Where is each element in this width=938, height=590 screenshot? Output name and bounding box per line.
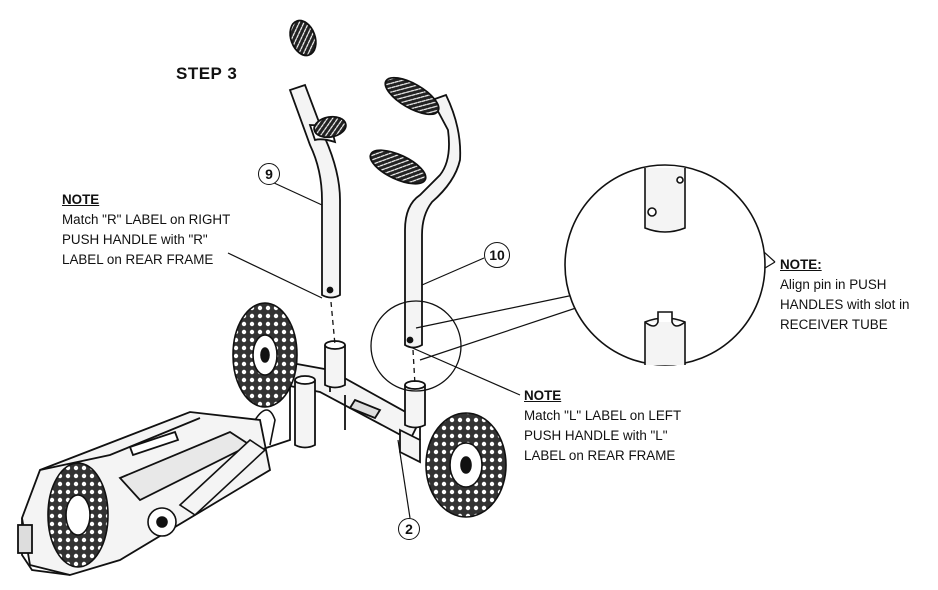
callout-part-10: 10 (484, 242, 510, 268)
note-right-heading: NOTE (62, 192, 100, 207)
note-left-line: PUSH HANDLE with "L" (524, 428, 668, 443)
note-pin-heading: NOTE: (780, 257, 822, 272)
front-wheel (47, 462, 109, 568)
detail-source-circle (370, 300, 462, 392)
note-pin-line: Align pin in PUSH (780, 277, 887, 292)
note-pin-line: RECEIVER TUBE (780, 317, 888, 332)
rear-frame (229, 340, 426, 471)
note-right-line: Match "R" LABEL on RIGHT (62, 212, 231, 227)
note-left-heading: NOTE (524, 388, 562, 403)
note-right-line: PUSH HANDLE with "R" (62, 232, 208, 247)
push-handle-left-art (369, 76, 462, 349)
note-pin-line: HANDLES with slot in (780, 297, 910, 312)
note-left-handle: NOTE Match "L" LABEL on LEFT PUSH HANDLE… (524, 386, 681, 466)
step-title: STEP 3 (176, 64, 238, 83)
rear-wheel-right (425, 412, 507, 518)
callout-part-9: 9 (258, 163, 280, 185)
note-left-line: LABEL on REAR FRAME (524, 448, 676, 463)
note-left-line: Match "L" LABEL on LEFT (524, 408, 682, 423)
push-handle-right-art (288, 19, 347, 299)
note-pin-alignment: NOTE: Align pin in PUSH HANDLES with slo… (780, 255, 910, 335)
linkage-arm (147, 409, 276, 537)
note-right-handle: NOTE Match "R" LABEL on RIGHT PUSH HANDL… (62, 190, 230, 270)
detail-magnifier (564, 164, 766, 366)
callout-part-2: 2 (398, 518, 420, 540)
rear-wheel-left (232, 302, 298, 408)
note-right-line: LABEL on REAR FRAME (62, 252, 214, 267)
